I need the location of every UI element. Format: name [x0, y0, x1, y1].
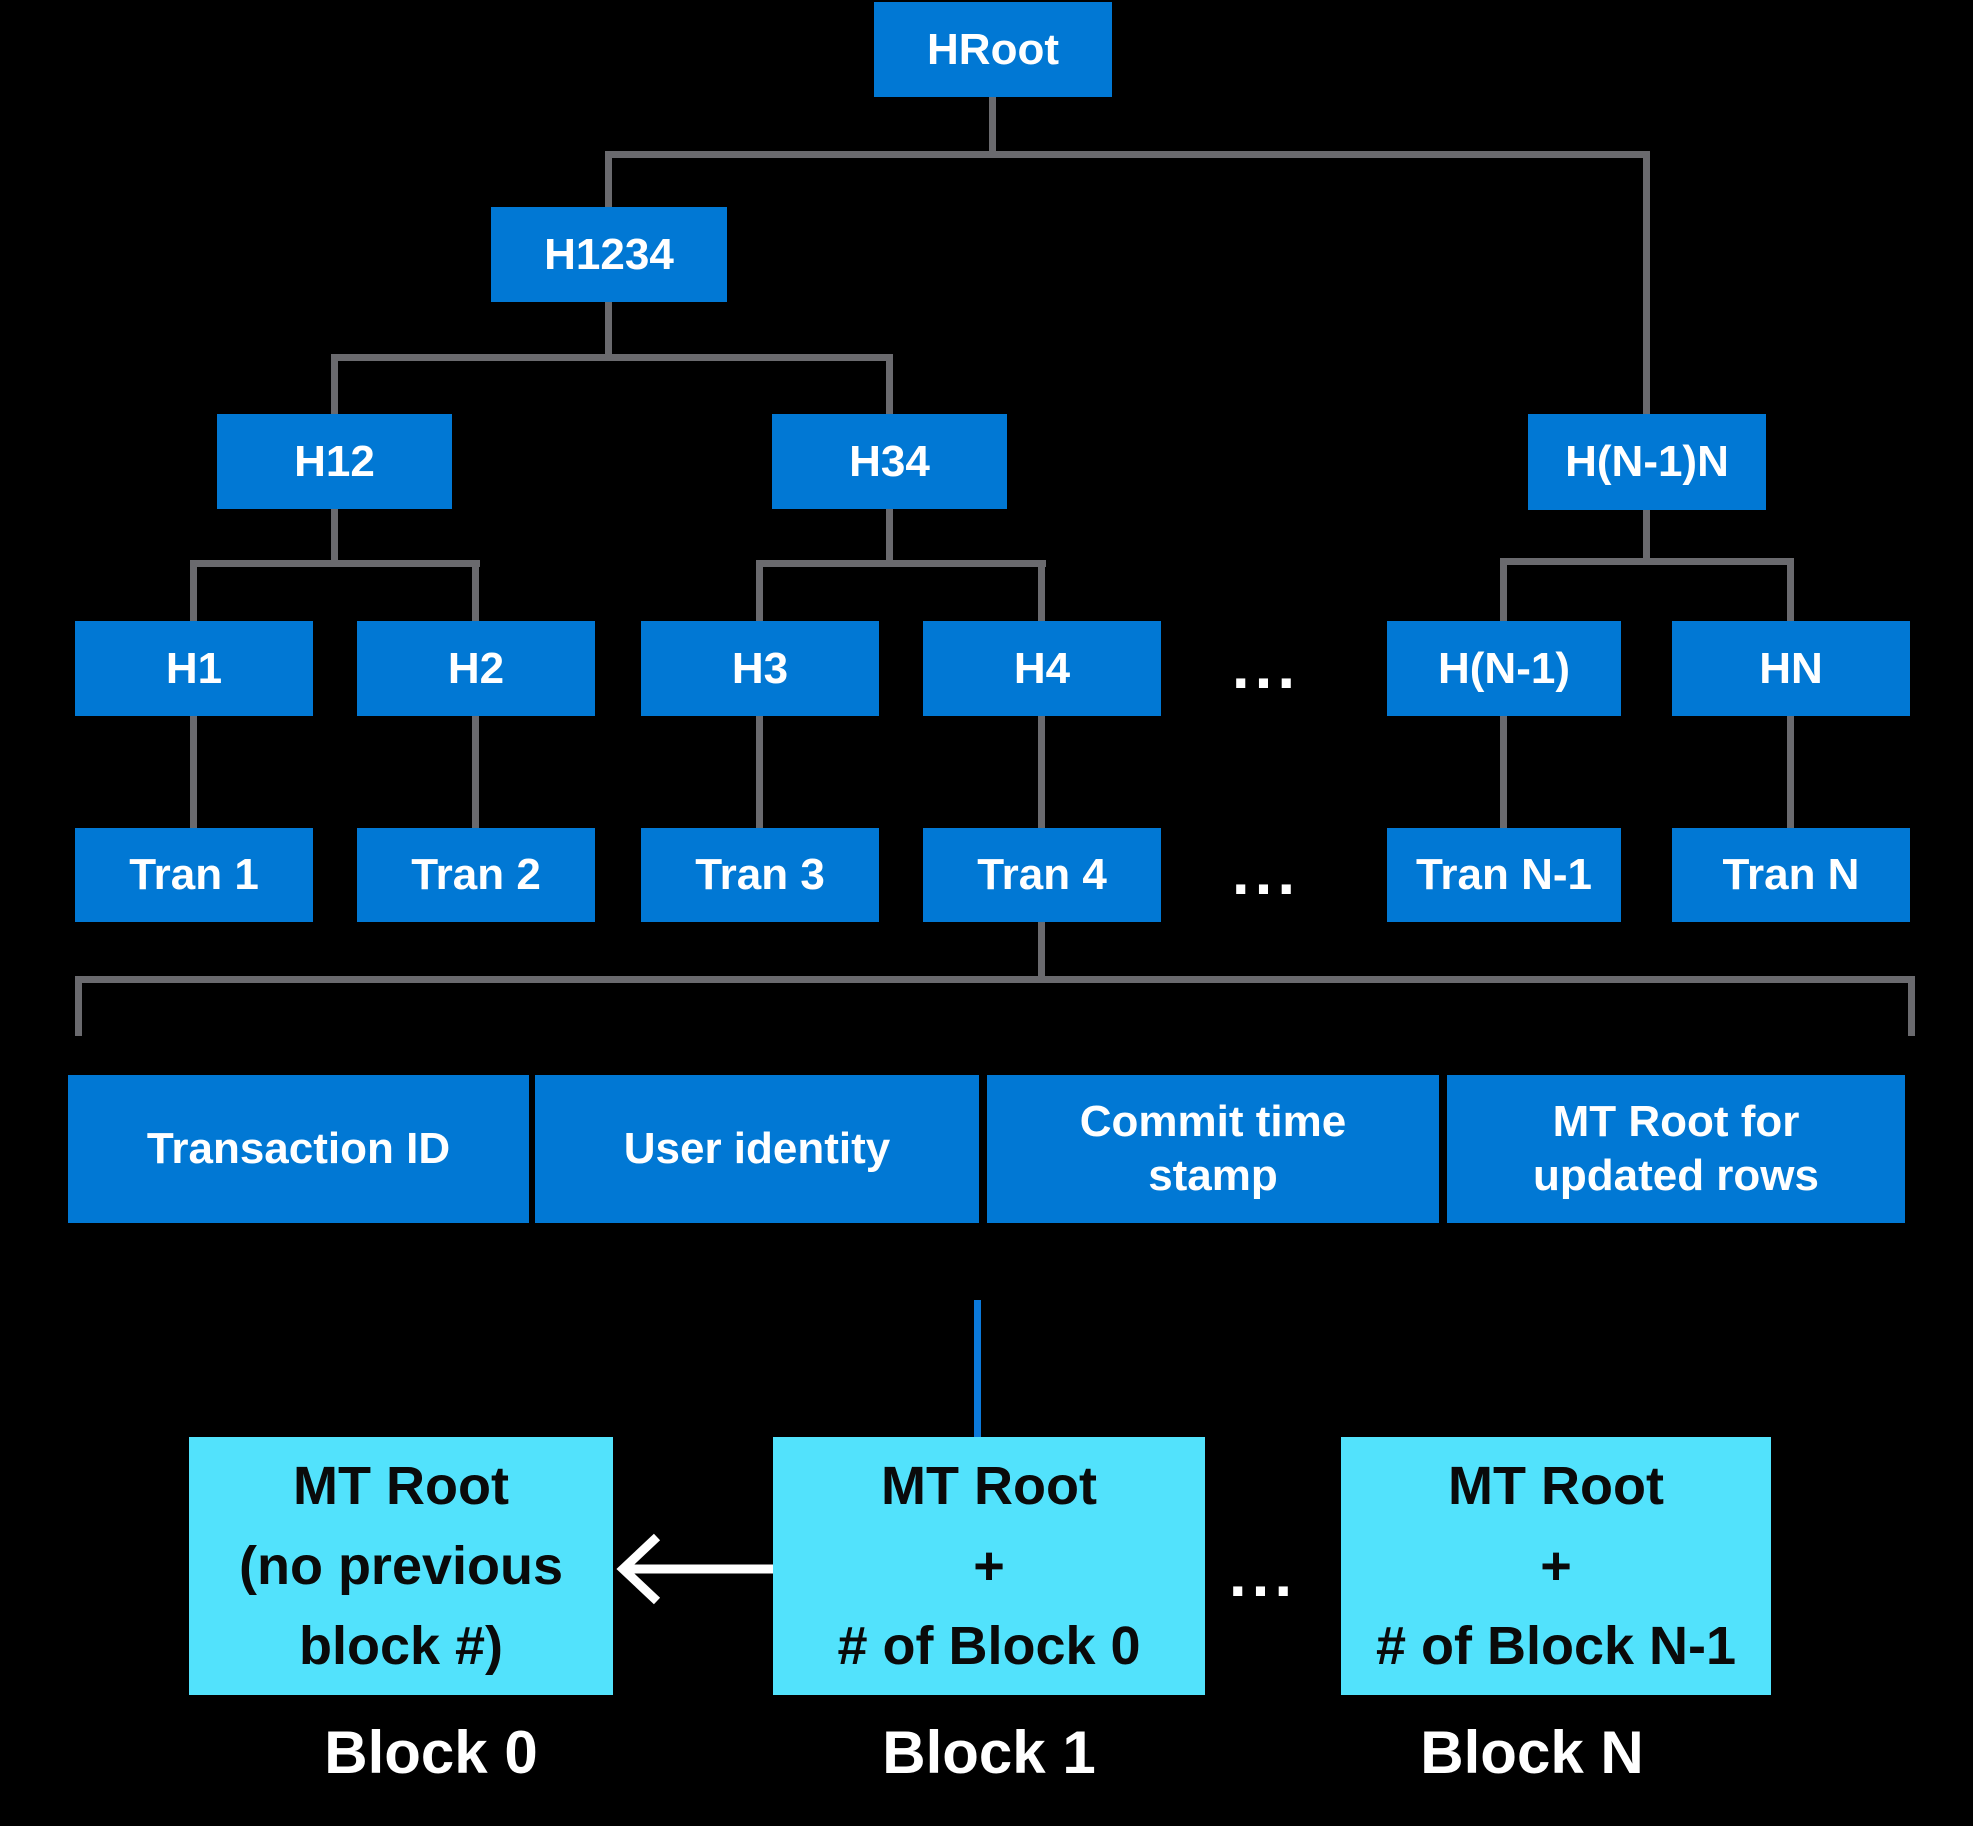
connector-line — [190, 716, 197, 828]
record-field-user-identity: User identity — [535, 1075, 979, 1223]
connector-line — [756, 560, 763, 621]
connector-line — [1787, 558, 1794, 621]
tree-node-hn: HN — [1672, 621, 1910, 716]
connector-line — [605, 151, 1650, 158]
tree-node-hn-1: H(N-1) — [1387, 621, 1621, 716]
connector-line — [1038, 716, 1045, 828]
previous-block-arrow-icon — [616, 1533, 773, 1605]
connector-line — [472, 716, 479, 828]
tree-node-tran4: Tran 4 — [923, 828, 1161, 922]
block-link-line — [974, 1300, 981, 1437]
connector-line — [1500, 558, 1507, 621]
block-label-1: Block 1 — [882, 1719, 1096, 1786]
record-bracket-line — [75, 976, 1915, 983]
tree-node-h12: H12 — [217, 414, 452, 509]
connector-line — [190, 560, 480, 567]
connector-line — [1643, 510, 1650, 562]
tree-node-hroot: HRoot — [874, 2, 1112, 97]
ledger-block-n: MT Root + # of Block N-1 — [1341, 1437, 1771, 1695]
connector-line — [1038, 560, 1045, 621]
connector-line — [886, 509, 893, 563]
tree-node-trann-1: Tran N-1 — [1387, 828, 1621, 922]
record-field-transaction-id: Transaction ID — [68, 1075, 529, 1223]
ledger-block-0: MT Root (no previous block #) — [189, 1437, 613, 1695]
connector-line — [1500, 558, 1794, 565]
record-field-mt-root-updated-rows: MT Root for updated rows — [1447, 1075, 1905, 1223]
connector-line — [1787, 716, 1794, 828]
tree-node-tran1: Tran 1 — [75, 828, 313, 922]
tree-node-h3: H3 — [641, 621, 879, 716]
connector-line — [331, 509, 338, 563]
block-label-n: Block N — [1420, 1719, 1644, 1786]
record-field-commit-time-stamp: Commit time stamp — [987, 1075, 1439, 1223]
tree-node-hn1n: H(N-1)N — [1528, 414, 1766, 510]
tree-node-tran3: Tran 3 — [641, 828, 879, 922]
connector-line — [989, 97, 996, 158]
connector-line — [1500, 716, 1507, 828]
ellipsis-tran-row: ... — [1231, 836, 1301, 908]
block-label-0: Block 0 — [324, 1719, 538, 1786]
connector-line — [886, 354, 893, 414]
connector-line — [190, 560, 197, 621]
tree-node-h4: H4 — [923, 621, 1161, 716]
connector-line — [605, 151, 612, 207]
record-bracket-line — [75, 976, 82, 1036]
ledger-block-1: MT Root + # of Block 0 — [773, 1437, 1205, 1695]
ellipsis-block-row: ... — [1228, 1538, 1298, 1610]
tree-node-h1: H1 — [75, 621, 313, 716]
tree-node-h34: H34 — [772, 414, 1007, 509]
connector-line — [331, 354, 338, 414]
connector-line — [605, 302, 612, 361]
record-bracket-line — [1908, 976, 1915, 1036]
connector-line — [472, 560, 479, 621]
tree-node-h1234: H1234 — [491, 207, 727, 302]
record-bracket-line — [1038, 922, 1045, 980]
connector-line — [756, 716, 763, 828]
ellipsis-hash-row: ... — [1231, 630, 1301, 702]
tree-node-tran2: Tran 2 — [357, 828, 595, 922]
tree-node-trann: Tran N — [1672, 828, 1910, 922]
connector-line — [1643, 151, 1650, 418]
tree-node-h2: H2 — [357, 621, 595, 716]
connector-line — [331, 354, 893, 361]
connector-line — [756, 560, 1046, 567]
